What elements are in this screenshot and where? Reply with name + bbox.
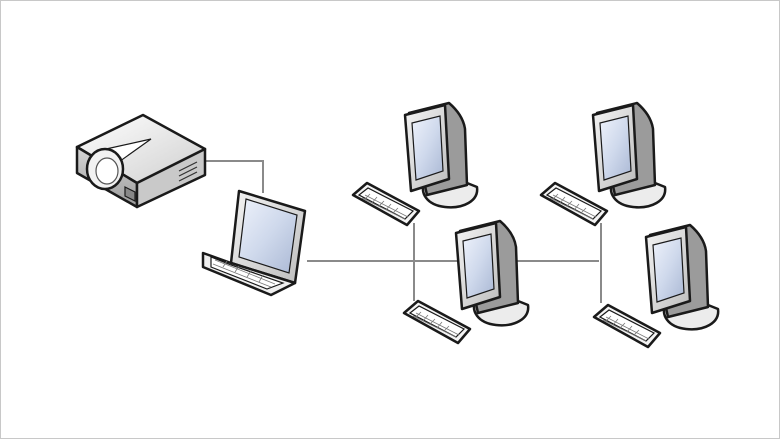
workstation-3-icon — [402, 219, 530, 345]
workstation-4-icon — [592, 223, 720, 349]
wire-projector-laptop — [206, 160, 264, 193]
network-wires — [206, 160, 602, 303]
projector-icon — [75, 113, 207, 209]
workstation-2-icon — [539, 101, 667, 227]
laptop-icon — [201, 189, 307, 297]
workstation-1-icon — [351, 101, 479, 227]
